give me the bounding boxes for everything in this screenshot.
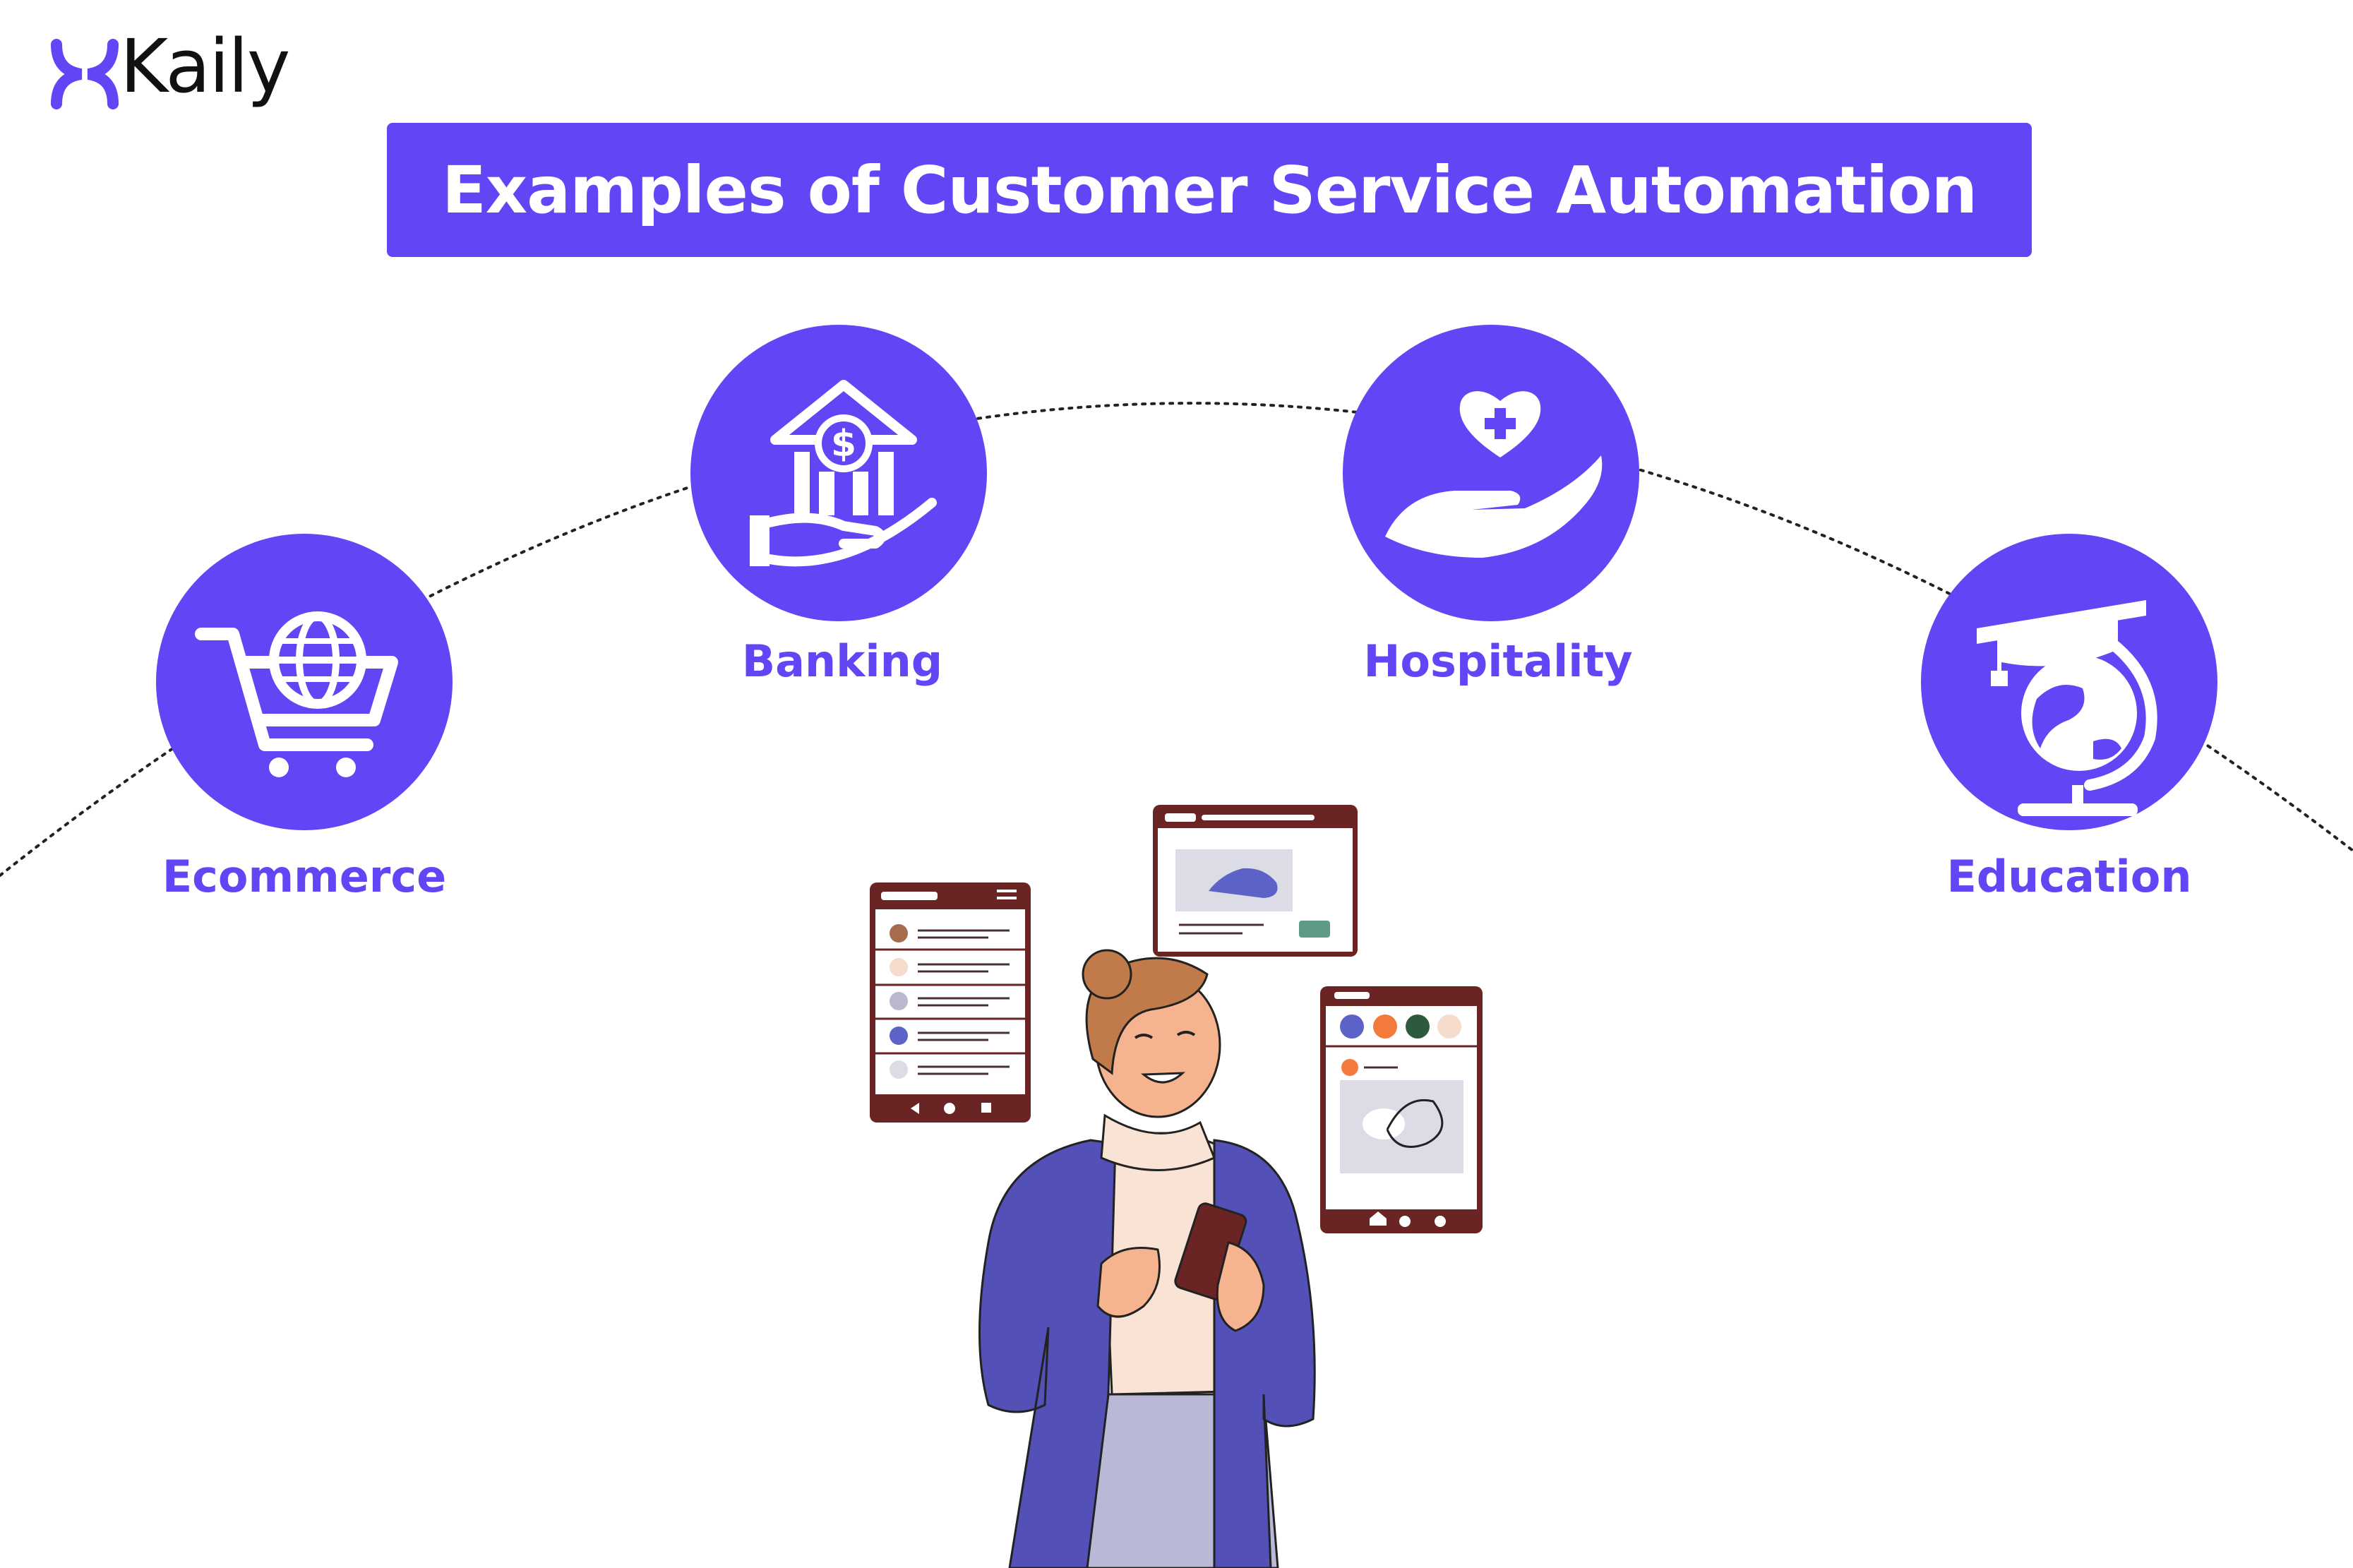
list-app-panel	[870, 882, 1031, 1123]
title-banner: Examples of Customer Service Automation	[387, 123, 2032, 257]
svg-text:$: $	[831, 423, 856, 465]
kaily-logo-icon	[51, 39, 119, 109]
category-label-hospitality: Hospitality	[1363, 635, 1633, 687]
education-circle	[1921, 534, 2217, 830]
product-app-panel	[1153, 805, 1358, 957]
graduation-globe-icon	[1977, 600, 2157, 816]
category-label-banking: Banking	[741, 635, 943, 687]
heart-hand-icon	[1385, 391, 1603, 558]
social-app-panel	[1320, 986, 1483, 1233]
page-title: Examples of Customer Service Automation	[441, 152, 1977, 228]
person-figure	[978, 949, 1316, 1568]
cart-globe-icon	[195, 611, 398, 777]
hospitality-circle	[1343, 325, 1639, 621]
category-label-ecommerce: Ecommerce	[162, 851, 447, 902]
brand-name: Kaily	[120, 23, 290, 109]
person-with-phone-illustration	[870, 805, 1483, 1568]
banking-circle: $	[690, 325, 987, 621]
category-label-education: Education	[1946, 851, 2192, 902]
brand-logo	[49, 39, 120, 109]
bank-hand-icon: $	[750, 380, 937, 567]
ecommerce-circle	[156, 534, 453, 830]
